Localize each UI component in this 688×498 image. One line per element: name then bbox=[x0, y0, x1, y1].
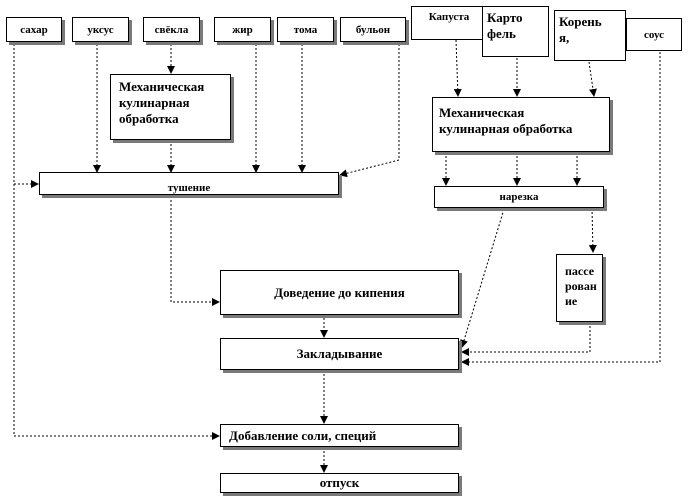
ingredient-sugar: сахар bbox=[6, 17, 62, 42]
ingredient-fat: жир bbox=[214, 17, 271, 42]
ingredient-sauce: соус bbox=[626, 18, 682, 51]
ingredient-cabbage: Капуста bbox=[411, 6, 487, 40]
step-stewing: тушение bbox=[39, 172, 339, 195]
arrow-cut-saute bbox=[588, 207, 597, 253]
step-add-salt-spices: Добавление соли, специй bbox=[220, 424, 459, 447]
arrow-sauce-laying bbox=[461, 52, 661, 366]
step-laying: Закладывание bbox=[220, 338, 459, 370]
step-mech-processing-beet: Механическая кулинарная обработка bbox=[110, 74, 231, 140]
step-sauteing: пассе рован ие bbox=[556, 254, 603, 322]
ingredient-broth: бульон bbox=[340, 17, 406, 42]
step-cutting: нарезка bbox=[434, 186, 604, 208]
step-mech-processing-vegetables: Механическая кулинарная обработка bbox=[432, 97, 610, 152]
ingredient-beet: свёкла bbox=[143, 17, 200, 42]
arrow-cabbage-mech bbox=[453, 39, 462, 97]
ingredient-tomato: тома bbox=[277, 17, 334, 42]
arrow-cut-laying bbox=[460, 208, 505, 348]
line-sugar-down bbox=[13, 44, 220, 440]
step-boiling: Доведение до кипения bbox=[220, 270, 459, 315]
arrow-roots-mech bbox=[588, 61, 597, 97]
arrow-stewing-boiling bbox=[170, 196, 220, 306]
step-serving: отпуск bbox=[220, 473, 459, 493]
ingredient-potato: Карто фель bbox=[482, 6, 549, 57]
arrow-broth-stewing bbox=[339, 44, 400, 178]
ingredient-roots: Корень я, bbox=[554, 10, 626, 61]
arrow-saute-laying bbox=[461, 322, 591, 356]
ingredient-vinegar: уксус bbox=[72, 17, 129, 42]
